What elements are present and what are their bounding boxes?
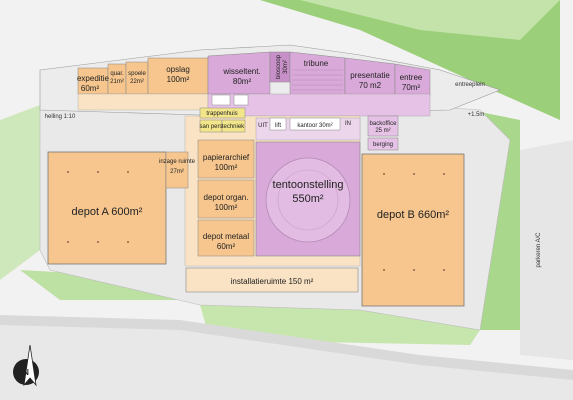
room-inzage	[165, 151, 189, 189]
label-presentatie: presentatie	[350, 71, 390, 80]
exhibition-circle-inner	[277, 169, 339, 231]
room-depot-b	[361, 153, 465, 307]
grass-left	[0, 105, 40, 280]
label-depot-metaal-area: 60m²	[217, 242, 236, 251]
grass-top-light	[300, 0, 560, 40]
room-depot-a	[47, 151, 167, 265]
room-berging	[367, 137, 399, 151]
label-tentoonstelling-area: 550m²	[292, 193, 324, 205]
label-in: IN	[345, 121, 351, 127]
label-quar-area: 21m²	[110, 79, 124, 85]
label-tribune: tribune	[304, 59, 329, 68]
room-backoffice	[367, 115, 399, 137]
label-bioscoop-area: 30m²	[283, 60, 289, 74]
label-bioscoop: bioscoop	[276, 54, 282, 79]
label-expeditie: expeditie	[77, 74, 110, 83]
label-parkeren: parkeren A/C	[536, 232, 542, 268]
label-entree: entree	[400, 73, 423, 82]
label-inzage: inzage ruimte	[159, 159, 196, 165]
label-tentoonstelling: tentoonstelling	[273, 179, 344, 191]
label-entree-area: 70m²	[402, 83, 421, 92]
room-installatie	[185, 267, 359, 293]
label-berging: berging	[373, 142, 393, 148]
label-quar: quar.	[110, 71, 124, 77]
label-opslag: opslag	[166, 65, 190, 74]
corridor-top	[77, 93, 209, 111]
label-papierarchief: papierarchief	[203, 153, 250, 162]
room-spoele	[125, 61, 149, 95]
room-depot-organ	[197, 179, 255, 219]
label-uit: UIT	[258, 123, 268, 129]
room-papierarchief	[197, 139, 255, 179]
room-kantoor	[289, 117, 341, 131]
label-spoele: spoele	[128, 71, 146, 77]
label-depot-a: depot A 600m²	[72, 206, 143, 218]
label-inzage-area: 27m²	[170, 169, 184, 175]
label-lift: lift	[275, 123, 281, 129]
room-trappenhuis	[199, 107, 246, 119]
label-helling: helling 1:10	[45, 114, 76, 120]
label-backoffice-area: 25 m²	[375, 128, 390, 134]
label-backoffice: backoffice	[370, 121, 398, 127]
stair-box	[211, 94, 231, 106]
lift-box	[233, 94, 249, 106]
label-sanpers: san pers	[199, 124, 222, 130]
label-trappenhuis: trappenhuis	[206, 111, 237, 117]
north-arrow: N	[13, 344, 39, 387]
label-installatie: installatieruimte 150 m²	[231, 277, 314, 286]
label-wisseltent-area: 80m²	[233, 77, 252, 86]
tribune-steps	[292, 69, 343, 91]
north-arrow-letter: N	[23, 368, 29, 377]
room-lift-small	[269, 117, 287, 131]
parking-right	[520, 140, 573, 360]
label-entreeplein: entreeplein	[455, 82, 485, 88]
label-expeditie-area: 60m²	[81, 84, 100, 93]
label-depot-organ: depot organ.	[204, 193, 249, 202]
road-bottom-light	[0, 325, 573, 400]
room-techniek	[221, 119, 246, 133]
exhibition-circle	[265, 157, 351, 243]
label-opslag-area: 100m²	[167, 75, 190, 84]
room-depot-metaal	[197, 219, 255, 257]
label-presentatie-area: 70 m2	[359, 81, 382, 90]
label-depot-b: depot B 660m²	[377, 209, 449, 221]
label-papierarchief-area: 100m²	[215, 163, 238, 172]
label-wisseltent: wisseltent.	[222, 67, 260, 76]
label-level: +1.5m	[468, 112, 485, 118]
label-techniek: techniek	[222, 124, 245, 130]
north-arrow-needle	[23, 344, 37, 387]
label-spoele-area: 22m²	[130, 79, 144, 85]
column-grid	[67, 171, 445, 271]
label-depot-organ-area: 100m²	[215, 203, 238, 212]
label-kantoor: kantoor 30m²	[297, 123, 332, 129]
label-depot-metaal: depot metaal	[203, 232, 249, 241]
